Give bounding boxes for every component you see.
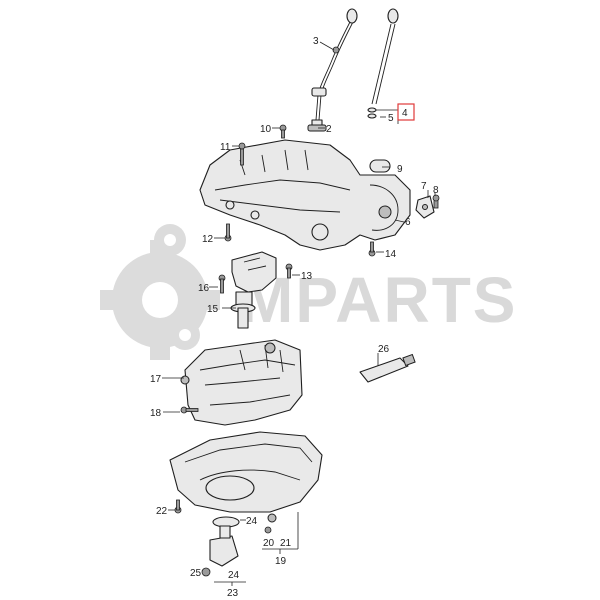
callout-15: 15 — [207, 304, 219, 315]
tube-bracket-bolt — [332, 46, 340, 54]
dipstick-tube-assembly — [307, 8, 358, 132]
callout-13: 13 — [301, 271, 313, 282]
callout-2: 2 — [326, 124, 332, 135]
bolt-13 — [285, 263, 293, 279]
callout-22: 22 — [156, 506, 168, 517]
plug-25 — [201, 567, 211, 577]
bolt-14 — [368, 241, 376, 257]
valve-body-17 — [180, 339, 303, 426]
callout-14: 14 — [385, 249, 397, 260]
callout-25: 25 — [190, 568, 202, 579]
callout-18: 18 — [150, 408, 162, 419]
bolt-8 — [432, 194, 440, 209]
gasket-seal-9 — [369, 159, 391, 173]
callout-21: 21 — [280, 538, 292, 549]
callout-4: 4 — [402, 108, 408, 119]
watermark-gear-large-icon — [100, 240, 220, 360]
bracket-7 — [415, 195, 435, 219]
bolt-18 — [180, 406, 199, 414]
callout-8: 8 — [433, 185, 439, 196]
callout-17: 17 — [150, 374, 162, 385]
callout-9: 9 — [397, 164, 403, 175]
callout-4-highlight-box — [397, 103, 415, 121]
watermark-logo: MPARTS — [100, 224, 517, 360]
callout-16: 16 — [198, 283, 210, 294]
callout-7: 7 — [421, 181, 427, 192]
watermark-gear-small-top-icon — [154, 224, 186, 256]
callout-26: 26 — [378, 344, 390, 355]
drain-plug-20-21 — [264, 526, 272, 534]
callout-23: 23 — [227, 588, 239, 599]
bolt-22 — [174, 499, 182, 514]
watermark-gear-small-bottom-icon — [170, 320, 200, 350]
bolt-16 — [218, 274, 226, 294]
callout-10: 10 — [260, 124, 272, 135]
tube-oring — [307, 124, 327, 132]
dipstick-handle-ring — [346, 8, 358, 24]
callout-19: 19 — [275, 556, 287, 567]
callout-24-lower: 24 — [228, 570, 240, 581]
callout-3: 3 — [313, 36, 319, 47]
watermark-text: MPARTS — [240, 264, 517, 336]
filter-23 — [209, 525, 239, 567]
bolt-12 — [224, 223, 232, 242]
callout-12: 12 — [202, 234, 214, 245]
callout-5: 5 — [388, 113, 394, 124]
dipstick-assembly — [367, 8, 399, 119]
callout-labels: 2 3 4 5 6 7 8 9 10 11 12 13 14 15 16 17 … — [150, 36, 439, 599]
sealant-tube-26 — [359, 353, 416, 383]
callout-20: 20 — [263, 538, 275, 549]
callout-6: 6 — [405, 217, 411, 228]
callout-24-upper: 24 — [246, 516, 258, 527]
oil-pan-19 — [169, 431, 323, 523]
callout-11: 11 — [220, 142, 231, 153]
transmission-housing — [199, 139, 411, 251]
oil-pump-assembly — [230, 251, 277, 329]
bolt-10 — [279, 124, 287, 139]
bolt-11 — [238, 142, 246, 166]
